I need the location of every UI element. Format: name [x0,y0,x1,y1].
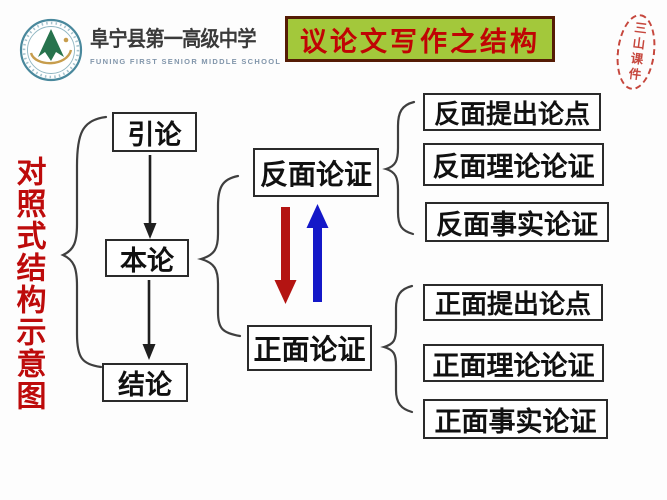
brace-negative-group [382,100,416,236]
leaf-node-positive-thesis: 正面提出论点 [423,284,603,321]
leaf-node-positive-factual: 正面事实论证 [423,399,608,439]
blue-up-arrow-icon [306,204,329,302]
flow-node-main-body: 本论 [105,239,189,277]
flow-arrow-yinlun-benlun [143,155,157,239]
school-name-chinese: 阜宁县第一高级中学 [90,27,257,51]
branch-node-positive-argument: 正面论证 [247,325,372,371]
school-crest-icon [19,18,83,82]
red-down-arrow-icon [274,207,297,304]
school-branding: 阜宁县第一高级中学 FUNING FIRST SENIOR MIDDLE SCH… [19,17,281,83]
school-name-english: FUNING FIRST SENIOR MIDDLE SCHOOL [90,57,282,66]
leaf-node-negative-thesis: 反面提出论点 [423,93,601,131]
brace-positive-group [380,284,414,414]
brace-main-flow [60,115,108,369]
leaf-node-negative-factual: 反面事实论证 [425,202,609,242]
leaf-node-positive-theoretical: 正面理论论证 [423,344,604,382]
slide-title: 议论文写作之结构 [285,16,555,62]
leaf-node-negative-theoretical: 反面理论论证 [423,143,604,186]
diagram-caption: 对照式结构示意图 [11,156,45,412]
branch-node-negative-argument: 反面论证 [253,148,379,197]
flow-node-conclusion: 结论 [102,363,188,402]
brace-benlun-branches [197,174,242,338]
flow-node-introduction: 引论 [112,112,197,152]
flow-arrow-benlun-jielun [142,280,156,360]
school-name-block: 阜宁县第一高级中学 FUNING FIRST SENIOR MIDDLE SCH… [90,23,281,66]
